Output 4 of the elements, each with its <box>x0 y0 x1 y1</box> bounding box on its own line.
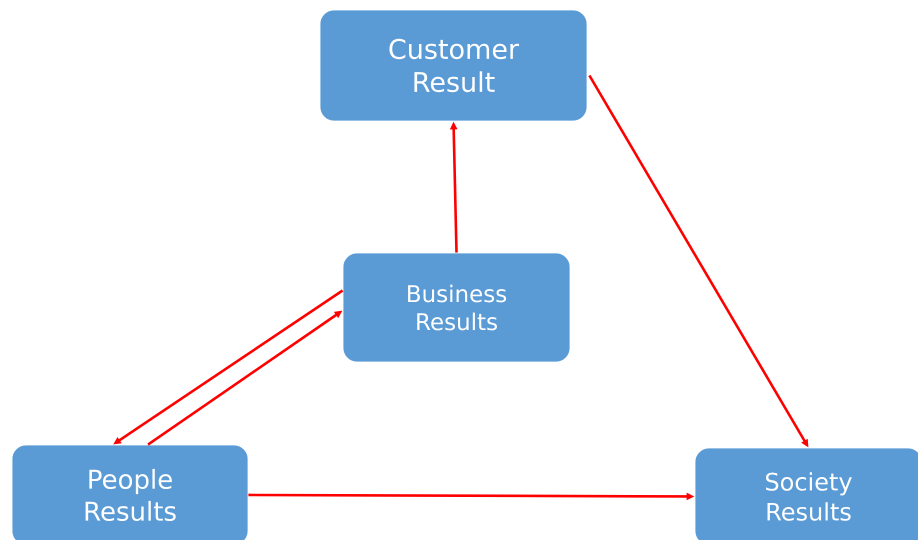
result-box: Business Results <box>342 252 570 362</box>
result-box: Society Results <box>694 448 918 540</box>
result-box: People Results <box>12 444 248 540</box>
result-box: Customer Result <box>320 10 588 122</box>
